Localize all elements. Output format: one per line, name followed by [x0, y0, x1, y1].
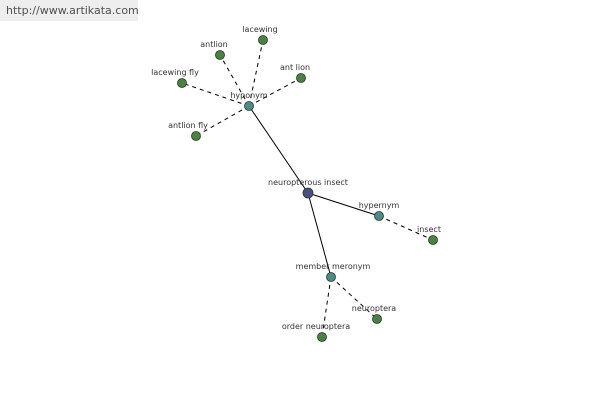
edge-hyponym-to-ant-lion	[248, 77, 302, 107]
node-label-insect: insect	[417, 225, 441, 234]
nodes-layer	[177, 35, 438, 342]
edge-member-meronym-to-order-neuroptera	[321, 276, 332, 338]
labels-layer: neuropterous insect hyponym hypernym member…	[151, 25, 441, 331]
edge-neuropterous-insect-to-hyponym	[248, 105, 309, 194]
edge-hyponym-to-antlion-fly	[195, 105, 250, 137]
node-insect[interactable]	[428, 235, 438, 245]
node-label-antlion: antlion	[200, 40, 228, 49]
node-lacewing[interactable]	[258, 35, 268, 45]
node-member-meronym[interactable]	[326, 272, 336, 282]
edge-neuropterous-insect-to-hypernym	[307, 192, 380, 217]
edge-hyponym-to-lacewing-fly	[181, 82, 250, 107]
edge-hyponym-to-lacewing	[248, 39, 264, 107]
edge-hyponym-to-antlion	[219, 54, 250, 107]
edges-layer	[181, 39, 434, 338]
node-label-neuroptera: neuroptera	[352, 304, 396, 313]
watermark-url: http://www.artikata.com	[0, 0, 139, 21]
node-label-lacewing: lacewing	[242, 25, 277, 34]
node-ant-lion[interactable]	[296, 73, 306, 83]
node-antlion[interactable]	[215, 50, 225, 60]
node-lacewing-fly[interactable]	[177, 78, 187, 88]
edge-neuropterous-insect-to-member-meronym	[307, 192, 332, 278]
node-hypernym[interactable]	[374, 211, 384, 221]
edge-hypernym-to-insect	[378, 215, 434, 241]
node-label-hyponym: hyponym	[230, 91, 268, 100]
node-neuropterous-insect[interactable]	[302, 187, 314, 199]
edge-member-meronym-to-neuroptera	[330, 276, 378, 320]
node-neuroptera[interactable]	[372, 314, 382, 324]
node-label-lacewing-fly: lacewing fly	[151, 68, 199, 77]
node-label-antlion-fly: antlion fly	[168, 121, 208, 130]
node-order-neuroptera[interactable]	[317, 332, 327, 342]
node-label-member-meronym: member meronym	[296, 262, 371, 271]
node-label-order-neuroptera: order neuroptera	[282, 322, 350, 331]
node-label-hypernym: hypernym	[359, 201, 400, 210]
node-hyponym[interactable]	[244, 101, 254, 111]
node-label-neuropterous-insect: neuropterous insect	[268, 178, 348, 187]
node-antlion-fly[interactable]	[191, 131, 201, 141]
node-label-ant-lion: ant lion	[280, 63, 310, 72]
